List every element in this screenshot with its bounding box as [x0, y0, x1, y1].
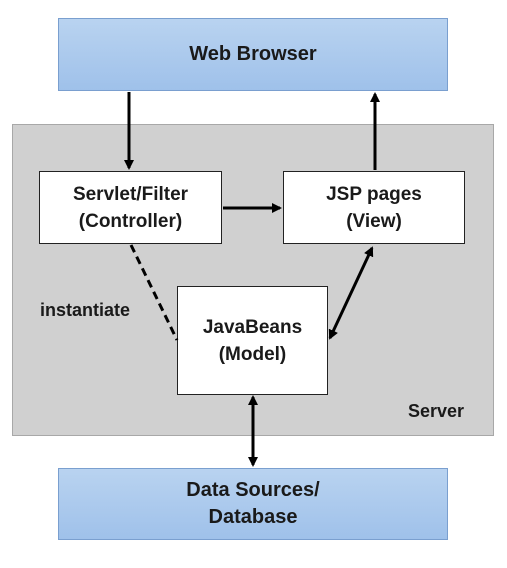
view-title: JSP pages — [326, 183, 422, 205]
instantiate-label: instantiate — [40, 300, 131, 320]
controller-title: Servlet/Filter — [72, 183, 189, 205]
controller-subtitle: (Controller) — [78, 210, 183, 232]
instantiate-dashed-line — [129, 244, 179, 341]
data-sources-box: Data Sources/ Database — [58, 468, 448, 540]
web-browser-label: Web Browser — [189, 43, 317, 65]
controller-box: Servlet/Filter (Controller) — [39, 171, 222, 244]
web-browser-box: Web Browser — [58, 18, 448, 91]
model-title: JavaBeans — [202, 316, 303, 338]
data-sources-subtitle: Database — [208, 506, 298, 528]
view-box: JSP pages (View) — [283, 171, 465, 244]
server-label: Server — [408, 401, 465, 421]
view-subtitle: (View) — [346, 210, 402, 232]
model-subtitle: (Model) — [218, 343, 287, 365]
model-box: JavaBeans (Model) — [177, 286, 328, 395]
data-sources-title: Data Sources/ — [186, 479, 320, 501]
model-view-bidirectional-arrow — [328, 246, 374, 340]
